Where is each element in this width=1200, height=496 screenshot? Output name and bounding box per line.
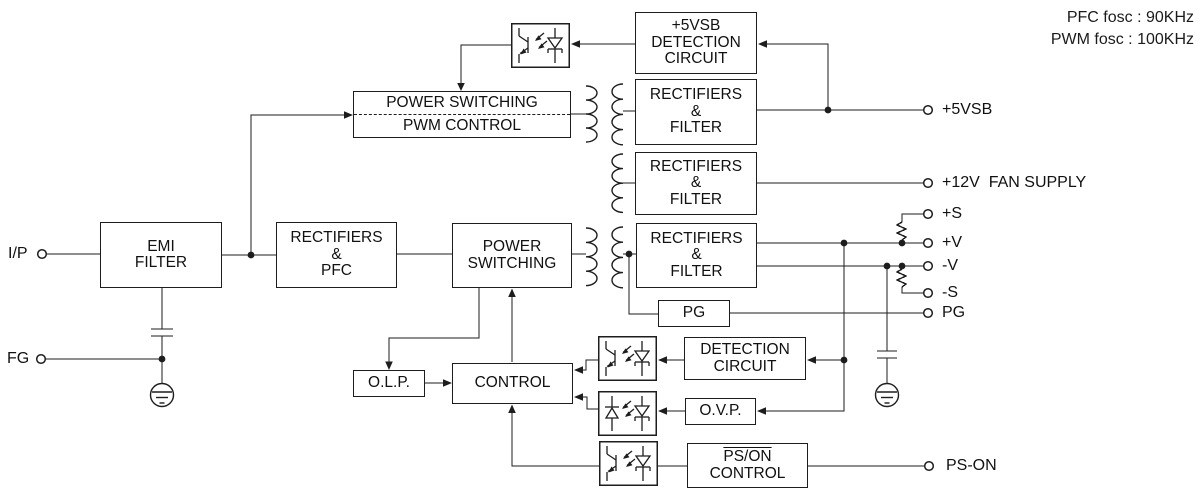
block-detection-circuit: DETECTION CIRCUIT: [684, 337, 806, 380]
pfc-fosc-note: PFC fosc : 90KHz: [1066, 9, 1194, 26]
wire-opto-to-pwm: [460, 44, 511, 84]
block-control: CONTROL: [452, 363, 573, 404]
terminal-label-5vsb: +5VSB: [942, 101, 993, 118]
optocoupler-5vsb-icon: [511, 23, 570, 68]
block-pson-control: PS/ON CONTROL: [687, 443, 808, 488]
terminal-label-vplus: +V: [942, 234, 963, 251]
block-power-switching-pwm-control: POWER SWITCHING PWM CONTROL: [353, 91, 571, 138]
wire-switching-to-olp: [388, 288, 480, 362]
earth-ground-left-icon: [149, 382, 175, 408]
junction-dots: [158, 106, 906, 364]
transformer-windings: [585, 83, 624, 289]
wire-opto3-to-control: [511, 413, 599, 467]
wire-to-pwm-control: [250, 114, 345, 255]
terminal-label-pson: PS-ON: [946, 457, 997, 474]
wires: [45, 43, 925, 467]
optocoupler-pson-icon: [599, 441, 658, 486]
oscillator-frequency-note: PFC fosc : 90KHz PWM fosc : 100KHz: [1051, 7, 1194, 50]
terminal-label-vminus: -V: [942, 257, 958, 274]
terminal-sense-minus-icon: [922, 287, 934, 299]
terminal-label-fg: FG: [7, 350, 30, 367]
terminal-vminus-icon: [922, 260, 934, 272]
arrowheads: [344, 40, 816, 415]
earth-ground-right-icon: [874, 382, 900, 408]
block-power-switching: POWER SWITCHING: [452, 223, 572, 288]
terminal-pson-icon: [923, 460, 935, 472]
wire-sense-to-ovp: [765, 243, 845, 412]
terminal-fan-icon: [922, 177, 934, 189]
wire-to-pg-block: [628, 254, 658, 315]
terminal-pg-icon: [922, 307, 934, 319]
terminal-label-ip: I/P: [8, 245, 28, 262]
pwm-fosc-note: PWM fosc : 100KHz: [1050, 30, 1194, 48]
block-rectifiers-pfc: RECTIFIERS & PFC: [276, 222, 397, 288]
optocoupler-detection-icon: [598, 336, 657, 381]
block-emi-filter: EMI FILTER: [100, 222, 222, 288]
wire-opto2-to-control: [582, 396, 598, 410]
terminal-ip-icon: [36, 248, 48, 260]
terminal-vplus-icon: [922, 237, 934, 249]
block-5vsb-detection-circuit: +5VSB DETECTION CIRCUIT: [635, 12, 757, 74]
terminal-sense-plus-icon: [922, 208, 934, 220]
terminal-label-fan: +12V FAN SUPPLY: [942, 174, 1087, 191]
optocoupler-ovp-icon: [598, 391, 657, 436]
terminal-label-sense-minus: -S: [942, 284, 958, 301]
sense-minus-resistor-icon: [895, 266, 923, 294]
transformer-secondary-icon: [611, 153, 624, 214]
terminal-fg-icon: [35, 353, 47, 365]
terminal-5vsb-icon: [922, 104, 934, 116]
transformer-primary-icon: [585, 227, 598, 287]
block-pg: PG: [658, 300, 730, 327]
terminal-label-sense-plus: +S: [942, 205, 963, 222]
block-olp: O.L.P.: [353, 370, 425, 397]
terminal-label-pg: PG: [942, 304, 966, 321]
sense-plus-resistor-icon: [895, 213, 923, 243]
transformer-secondary-icon: [611, 83, 624, 146]
capacitor-right-icon: [877, 350, 897, 359]
wire-5vsb-feedback: [766, 43, 829, 110]
block-rectifiers-filter-5vsb: RECTIFIERS & FILTER: [635, 79, 757, 145]
transformer-secondary-icon: [611, 226, 624, 289]
terminal-circles: [35, 104, 935, 472]
block-ovp: O.V.P.: [685, 398, 756, 425]
transformer-primary-icon: [585, 85, 598, 143]
wire-opto1-to-control: [582, 359, 598, 371]
block-rectifiers-filter-fan: RECTIFIERS & FILTER: [635, 152, 757, 215]
block-rectifiers-filter-main: RECTIFIERS & FILTER: [636, 223, 757, 288]
capacitor-left-icon: [151, 328, 173, 337]
